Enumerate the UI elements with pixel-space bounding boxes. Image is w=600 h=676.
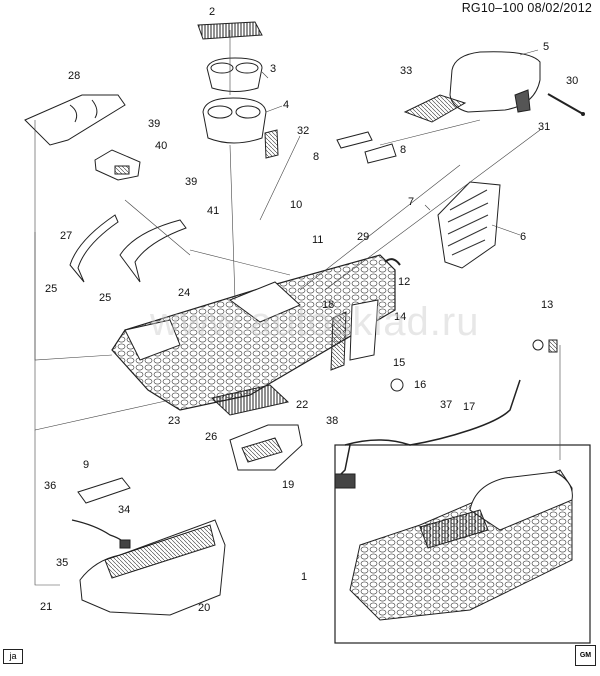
callout-39b: 39 (185, 176, 197, 188)
callout-3: 3 (270, 63, 276, 75)
callout-26: 26 (205, 431, 217, 443)
callout-41: 41 (207, 205, 219, 217)
part-28-trim-plate (24, 94, 126, 146)
part-40-bracket (94, 149, 141, 181)
callout-38: 38 (326, 415, 338, 427)
part-32-pad (264, 129, 279, 159)
part-6-side-panel (437, 181, 501, 269)
callout-9: 9 (83, 459, 89, 471)
callout-23: 23 (168, 415, 180, 427)
part-9-plate (77, 477, 131, 504)
callout-40: 40 (155, 140, 167, 152)
callout-30: 30 (566, 75, 578, 87)
callout-1: 1 (301, 571, 307, 583)
callout-8b: 8 (400, 144, 406, 156)
callout-24: 24 (178, 287, 190, 299)
part-3-cupholder-insert (206, 57, 263, 92)
callout-5: 5 (543, 41, 549, 53)
part-8-latch-left (336, 131, 373, 149)
part-33-module (403, 94, 467, 123)
callout-11: 11 (312, 234, 323, 246)
part-30-31-pin (547, 93, 585, 116)
gm-logo-icon: GM (575, 645, 596, 666)
part-13-sensor (532, 339, 558, 353)
part-19-base (229, 424, 303, 471)
part-25-trim-right (119, 219, 187, 283)
callout-7: 7 (408, 196, 414, 208)
callout-4: 4 (283, 99, 289, 111)
part-25-trim-left (69, 214, 119, 283)
callout-37: 37 (440, 399, 452, 411)
callout-labels: 2 3 4 5 6 7 8 8 9 10 11 12 13 14 15 16 1… (40, 6, 578, 614)
footer-tag: ja (3, 649, 23, 664)
part-20-storage-bin (79, 519, 226, 616)
callout-39a: 39 (148, 118, 160, 130)
part-5-armrest-lid (449, 51, 541, 113)
callout-22: 22 (296, 399, 308, 411)
callout-27: 27 (60, 230, 72, 242)
part-12-clip (384, 258, 401, 266)
callout-21: 21 (40, 601, 52, 613)
part-23-console-frame (111, 254, 396, 411)
part-14-panel (349, 299, 379, 361)
callout-6: 6 (520, 231, 526, 243)
callout-10: 10 (290, 199, 302, 211)
callout-31: 31 (538, 121, 550, 133)
callout-14: 14 (394, 311, 406, 323)
part-4-cupholder (202, 97, 267, 144)
part-16-grommet (390, 378, 404, 392)
callout-35: 35 (56, 557, 68, 569)
callout-33: 33 (400, 65, 412, 77)
callout-32: 32 (297, 125, 309, 137)
callout-36: 36 (44, 480, 56, 492)
part-22-mat (210, 384, 290, 416)
callout-2: 2 (209, 6, 215, 18)
callout-28: 28 (68, 70, 80, 82)
part-34-35-36-wiring (71, 519, 131, 549)
callout-19: 19 (282, 479, 294, 491)
callout-20: 20 (198, 602, 210, 614)
callout-25b: 25 (99, 292, 111, 304)
callout-34: 34 (118, 504, 130, 516)
callout-25a: 25 (45, 283, 57, 295)
part-18-bracket (330, 311, 347, 371)
callout-18: 18 (322, 299, 334, 311)
part-17-wiring-harness (334, 379, 521, 489)
callout-8a: 8 (313, 151, 319, 163)
callout-12: 12 (398, 276, 410, 288)
leader-lines (34, 30, 561, 586)
callout-29: 29 (357, 231, 369, 243)
diagram-code: RG10–100 08/02/2012 (461, 1, 592, 15)
callout-13: 13 (541, 299, 553, 311)
inset-assembled-console (334, 444, 591, 644)
callout-15: 15 (393, 357, 405, 369)
callout-17: 17 (463, 401, 475, 413)
callout-16: 16 (414, 379, 426, 391)
part-8-latch-right (364, 143, 397, 164)
